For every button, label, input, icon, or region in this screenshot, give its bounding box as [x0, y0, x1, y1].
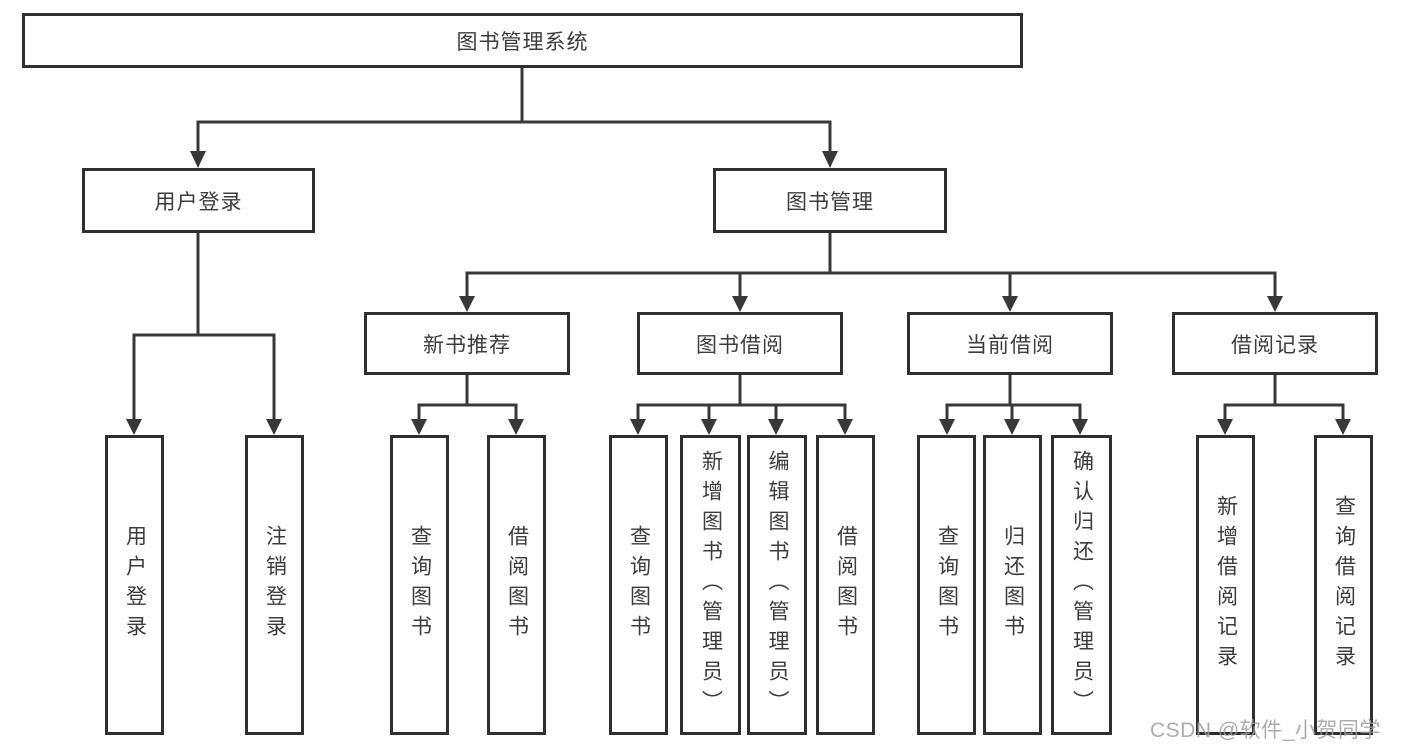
- leaf-bb-edit-book-admin: 编辑图书（管理员）: [747, 435, 807, 735]
- arrowhead: [508, 419, 524, 435]
- watermark: CSDN @软件_小贺同学: [1150, 719, 1381, 742]
- arrowhead: [1335, 419, 1351, 435]
- node-book-borrow: 图书借阅: [637, 312, 843, 375]
- arrowhead: [1217, 419, 1233, 435]
- leaf-br-add-record: 新增借阅记录: [1196, 435, 1255, 735]
- arrowhead: [411, 419, 427, 435]
- arrowhead: [459, 296, 475, 312]
- arrowhead: [939, 419, 955, 435]
- arrowhead: [1267, 296, 1283, 312]
- leaf-bb-add-book-admin: 新增图书（管理员）: [680, 435, 741, 735]
- node-current-borrow: 当前借阅: [907, 312, 1113, 375]
- node-user-login: 用户登录: [82, 168, 315, 233]
- node-root: 图书管理系统: [22, 13, 1023, 68]
- arrowhead: [822, 151, 838, 168]
- arrowhead: [630, 419, 646, 435]
- arrowhead: [837, 419, 853, 435]
- leaf-user-login: 用户登录: [105, 435, 164, 735]
- connector-edges: [132, 68, 1345, 421]
- node-borrow-records: 借阅记录: [1172, 312, 1378, 375]
- arrowhead: [266, 419, 282, 435]
- leaf-cb-return-book: 归还图书: [983, 435, 1042, 735]
- node-book-management: 图书管理: [713, 168, 947, 233]
- arrowhead: [701, 419, 717, 435]
- arrowhead: [732, 296, 748, 312]
- node-new-book-recommend: 新书推荐: [364, 312, 570, 375]
- leaf-nbr-query-book: 查询图书: [390, 435, 449, 735]
- leaf-nbr-borrow-book: 借阅图书: [487, 435, 546, 735]
- leaf-br-query-record: 查询借阅记录: [1314, 435, 1373, 735]
- arrowhead: [126, 419, 142, 435]
- arrowhead: [190, 151, 206, 168]
- leaf-bb-borrow-book: 借阅图书: [816, 435, 875, 735]
- arrowheads: [126, 151, 1351, 435]
- arrowhead: [1002, 296, 1018, 312]
- leaf-logout: 注销登录: [245, 435, 304, 735]
- leaf-bb-query-book: 查询图书: [609, 435, 668, 735]
- arrowhead: [1072, 419, 1088, 435]
- leaf-cb-query-book: 查询图书: [917, 435, 976, 735]
- leaf-cb-confirm-return-admin: 确认归还（管理员）: [1051, 435, 1112, 735]
- arrowhead: [1004, 419, 1020, 435]
- arrowhead: [768, 419, 784, 435]
